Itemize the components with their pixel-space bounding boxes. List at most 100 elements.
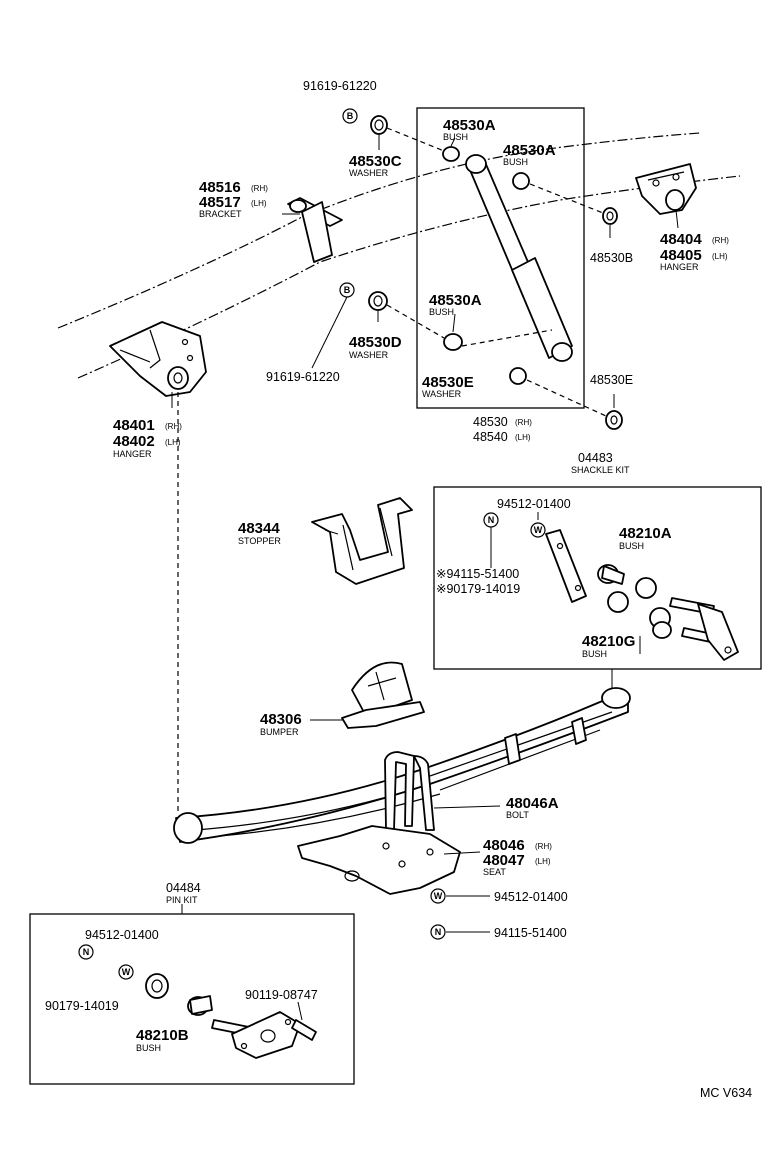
label-48210b: 48210B [136, 1027, 189, 1044]
caption-bush-48210g: BUSH [582, 649, 607, 659]
washer-48530b [602, 207, 618, 225]
label-48405: 48405 [660, 247, 702, 264]
caption-washer-d: WASHER [349, 350, 389, 360]
bracket-48516 [287, 197, 343, 263]
bumper-48306 [341, 661, 425, 729]
tag-lh-48402: (LH) [165, 438, 181, 447]
stopper-48344 [311, 497, 413, 585]
caption-stopper: STOPPER [238, 536, 281, 546]
label-48210g: 48210G [582, 633, 635, 650]
symbol-w-seat: W [430, 888, 490, 904]
bush-48530a-upper [442, 146, 460, 162]
tag-lh-48047: (LH) [535, 857, 551, 866]
svg-text:W: W [122, 967, 131, 977]
tag-lh-48540: (LH) [515, 433, 531, 442]
bush-48530a-right [512, 172, 530, 190]
washer-48530c [370, 115, 388, 135]
shackle-kit-box [433, 486, 762, 670]
label-48517: 48517 [199, 194, 241, 211]
caption-washer-c: WASHER [349, 168, 389, 178]
symbol-w-kit: W [530, 512, 546, 538]
svg-text:W: W [434, 891, 443, 901]
label-04483: 04483 [578, 451, 613, 465]
label-48344: 48344 [238, 520, 280, 537]
caption-bush-2: BUSH [503, 157, 528, 167]
svg-text:N: N [435, 927, 442, 937]
label-94115-kit: ※94115-51400 [436, 567, 519, 581]
label-94115-seat: 94115-51400 [494, 926, 567, 940]
label-48530c: 48530C [349, 153, 402, 170]
label-90179-pin: 90179-14019 [45, 999, 119, 1013]
washer-48530e [605, 410, 623, 430]
label-48530: 48530 [473, 415, 508, 429]
caption-bush-48210a: BUSH [619, 541, 644, 551]
label-48047: 48047 [483, 852, 525, 869]
bush-48210g [607, 591, 629, 613]
leaf-spring [173, 687, 631, 844]
tag-lh-48405: (LH) [712, 252, 728, 261]
label-94512-pin: 94512-01400 [85, 928, 159, 942]
washer-48530d [368, 291, 388, 311]
hanger-48401 [109, 321, 207, 397]
svg-text:N: N [83, 947, 90, 957]
bush-48530a-lower [443, 333, 463, 351]
caption-bush-48210b: BUSH [136, 1043, 161, 1053]
label-48530a-1: 48530A [443, 117, 496, 134]
caption-bracket: BRACKET [199, 209, 242, 219]
symbol-w-pin: W [118, 964, 134, 980]
label-48046a: 48046A [506, 795, 559, 812]
label-48530e-1: 48530E [422, 374, 474, 391]
label-48530a-3: 48530A [429, 292, 482, 309]
svg-text:W: W [534, 525, 543, 535]
label-48516: 48516 [199, 179, 241, 196]
label-48530d: 48530D [349, 334, 402, 351]
tag-rh-48530: (RH) [515, 418, 532, 427]
symbol-b-mid: B [339, 282, 355, 298]
pin-kit-box [29, 913, 355, 1085]
caption-shackle-kit: SHACKLE KIT [571, 465, 630, 475]
tag-lh-48517: (LH) [251, 199, 267, 208]
caption-bumper: BUMPER [260, 727, 299, 737]
label-48530a-2: 48530A [503, 142, 556, 159]
shock-absorber-group-box [416, 107, 585, 409]
bush-48210a-right [635, 577, 657, 599]
u-bolt-48046a [384, 751, 501, 831]
label-90119-08747: 90119-08747 [245, 988, 318, 1002]
symbol-b-top: B [342, 108, 358, 124]
symbol-n-pin: N [78, 944, 94, 960]
label-48530b: 48530B [590, 251, 633, 265]
hanger-48404 [635, 163, 697, 215]
caption-seat: SEAT [483, 867, 506, 877]
shock-absorber [465, 154, 573, 362]
label-48046: 48046 [483, 837, 525, 854]
symbol-n-seat: N [430, 924, 490, 940]
label-48402: 48402 [113, 433, 155, 450]
svg-text:B: B [344, 285, 351, 295]
tag-rh-48516: (RH) [251, 184, 268, 193]
label-48540: 48540 [473, 430, 508, 444]
pin-plate [231, 1011, 301, 1059]
caption-bush-3: BUSH [429, 307, 454, 317]
label-48401: 48401 [113, 417, 155, 434]
shackle-kit-parts [545, 529, 739, 688]
caption-bolt: BOLT [506, 810, 529, 820]
pin-kit-parts [145, 973, 317, 1059]
label-48306: 48306 [260, 711, 302, 728]
diagram-reference-code: MC V634 [700, 1086, 752, 1100]
upper-bush-washer-group [370, 115, 618, 225]
tag-rh-48401: (RH) [165, 422, 182, 431]
tag-rh-48404: (RH) [712, 236, 729, 245]
caption-hanger-front: HANGER [113, 449, 152, 459]
label-48404: 48404 [660, 231, 702, 248]
label-91619-61220-top: 91619-61220 [303, 79, 377, 93]
label-94512-kit: 94512-01400 [497, 497, 571, 511]
spring-seat-48046 [297, 825, 481, 895]
symbol-n-kit: N [483, 512, 499, 568]
bush-48210b [145, 973, 169, 999]
shackle-plate-right [697, 603, 739, 661]
svg-text:N: N [488, 515, 495, 525]
caption-washer-e: WASHER [422, 389, 462, 399]
label-91619-61220-mid: 91619-61220 [266, 370, 340, 384]
label-94512-seat: 94512-01400 [494, 890, 568, 904]
